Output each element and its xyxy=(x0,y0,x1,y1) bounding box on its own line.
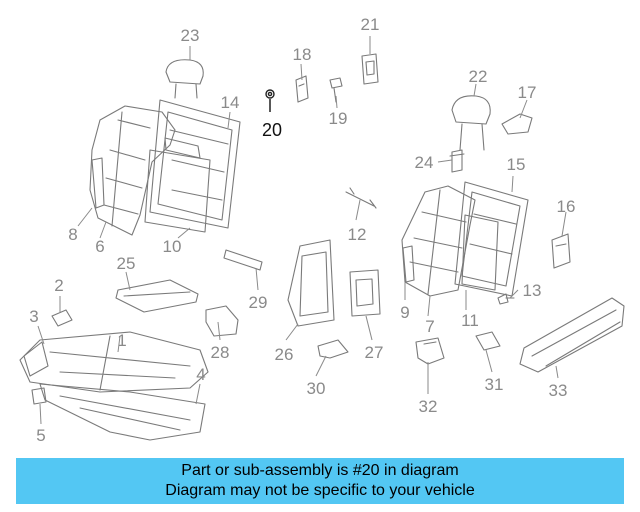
small-parts-top xyxy=(265,53,379,103)
right-seat-back-parts xyxy=(401,181,529,297)
banner-disclaimer: Diagram may not be specific to your vehi… xyxy=(165,482,475,499)
part-6-seat-back-cover xyxy=(89,105,176,236)
cushion-seams xyxy=(49,335,191,391)
seat-back-cover-seams xyxy=(103,111,151,227)
callout-24: 24 xyxy=(415,153,434,172)
callout-31: 31 xyxy=(485,375,504,394)
part-23-headrest xyxy=(165,59,204,99)
callout-27: 27 xyxy=(365,343,384,362)
part-19-bolt xyxy=(329,77,343,103)
banner-part-reference: Part or sub-assembly is #20 in diagram xyxy=(181,462,459,479)
part-11-panel xyxy=(461,214,499,291)
part-4-cushion-frame xyxy=(39,383,206,441)
callout-numbers: 1 2 3 4 5 6 7 8 9 10 11 12 13 14 15 16 1… xyxy=(29,15,575,445)
part-17-guide xyxy=(501,113,533,135)
center-lower-parts xyxy=(205,239,501,365)
part-32-hinge xyxy=(415,337,445,365)
callout-25: 25 xyxy=(117,254,136,273)
part-8-side-bolster xyxy=(91,157,105,209)
part-27-latch-plate xyxy=(349,269,381,317)
part-28-strip xyxy=(205,305,239,337)
callout-23: 23 xyxy=(181,26,200,45)
part-2-clip xyxy=(51,309,73,327)
part-29-rail xyxy=(223,249,263,271)
callout-22: 22 xyxy=(469,67,488,86)
callout-21: 21 xyxy=(361,15,380,34)
callout-12: 12 xyxy=(348,225,367,244)
callout-18: 18 xyxy=(293,45,312,64)
seat-cushion-parts xyxy=(19,279,209,441)
misc-right-parts xyxy=(345,113,571,305)
callout-3: 3 xyxy=(29,307,38,326)
callout-17: 17 xyxy=(518,83,537,102)
callout-5: 5 xyxy=(36,426,45,445)
cushion-dotted-side xyxy=(23,341,49,377)
part-5-bracket xyxy=(31,387,47,405)
part-1-seat-cushion xyxy=(19,331,209,393)
callout-16: 16 xyxy=(557,197,576,216)
part-10-seat-back-panel xyxy=(144,149,211,233)
callout-19: 19 xyxy=(329,109,348,128)
part-30-clip xyxy=(317,339,349,359)
callout-7: 7 xyxy=(425,317,434,336)
callout-13: 13 xyxy=(523,281,542,300)
callout-30: 30 xyxy=(307,379,326,398)
part-9-side-bolster xyxy=(402,245,415,283)
part-20-nut xyxy=(265,89,275,99)
callout-2: 2 xyxy=(54,276,63,295)
part-25-pad xyxy=(115,279,199,313)
armrest-pad xyxy=(164,137,201,159)
part-26-frame-panel xyxy=(287,239,335,327)
seat-back-frame-inner xyxy=(157,111,233,221)
callout-6: 6 xyxy=(95,237,104,256)
part-18-cover xyxy=(295,75,309,103)
part-22-headrest xyxy=(451,95,491,151)
part-31-bracket xyxy=(475,331,501,351)
callout-4: 4 xyxy=(196,365,205,384)
part-33-armrest xyxy=(519,297,625,373)
callout-8: 8 xyxy=(68,225,77,244)
callout-32: 32 xyxy=(419,397,438,416)
part-24-bushing xyxy=(449,149,465,173)
info-banner: Part or sub-assembly is #20 in diagram D… xyxy=(16,458,624,504)
callout-10: 10 xyxy=(163,237,182,256)
leader-lines xyxy=(37,36,567,425)
parts-diagram: 1 2 3 4 5 6 7 8 9 10 11 12 13 14 15 16 1… xyxy=(19,15,625,445)
part-12-rod xyxy=(345,187,377,209)
callout-9: 9 xyxy=(400,303,409,322)
right-frame-inner xyxy=(461,191,521,287)
callout-29: 29 xyxy=(249,293,268,312)
callout-15: 15 xyxy=(507,155,526,174)
callout-26: 26 xyxy=(275,345,294,364)
right-cover-seams xyxy=(409,189,467,295)
part-14-seat-back-frame xyxy=(149,99,241,229)
callout-11: 11 xyxy=(461,311,479,330)
left-seat-back-parts xyxy=(89,99,241,236)
part-21-latch xyxy=(361,53,379,85)
callout-1: 1 xyxy=(117,331,126,350)
callout-14: 14 xyxy=(221,93,240,112)
callout-28: 28 xyxy=(211,343,230,362)
callout-33: 33 xyxy=(549,381,568,400)
part-16-latch-cover xyxy=(551,233,571,269)
callout-20-highlighted: 20 xyxy=(262,120,282,140)
